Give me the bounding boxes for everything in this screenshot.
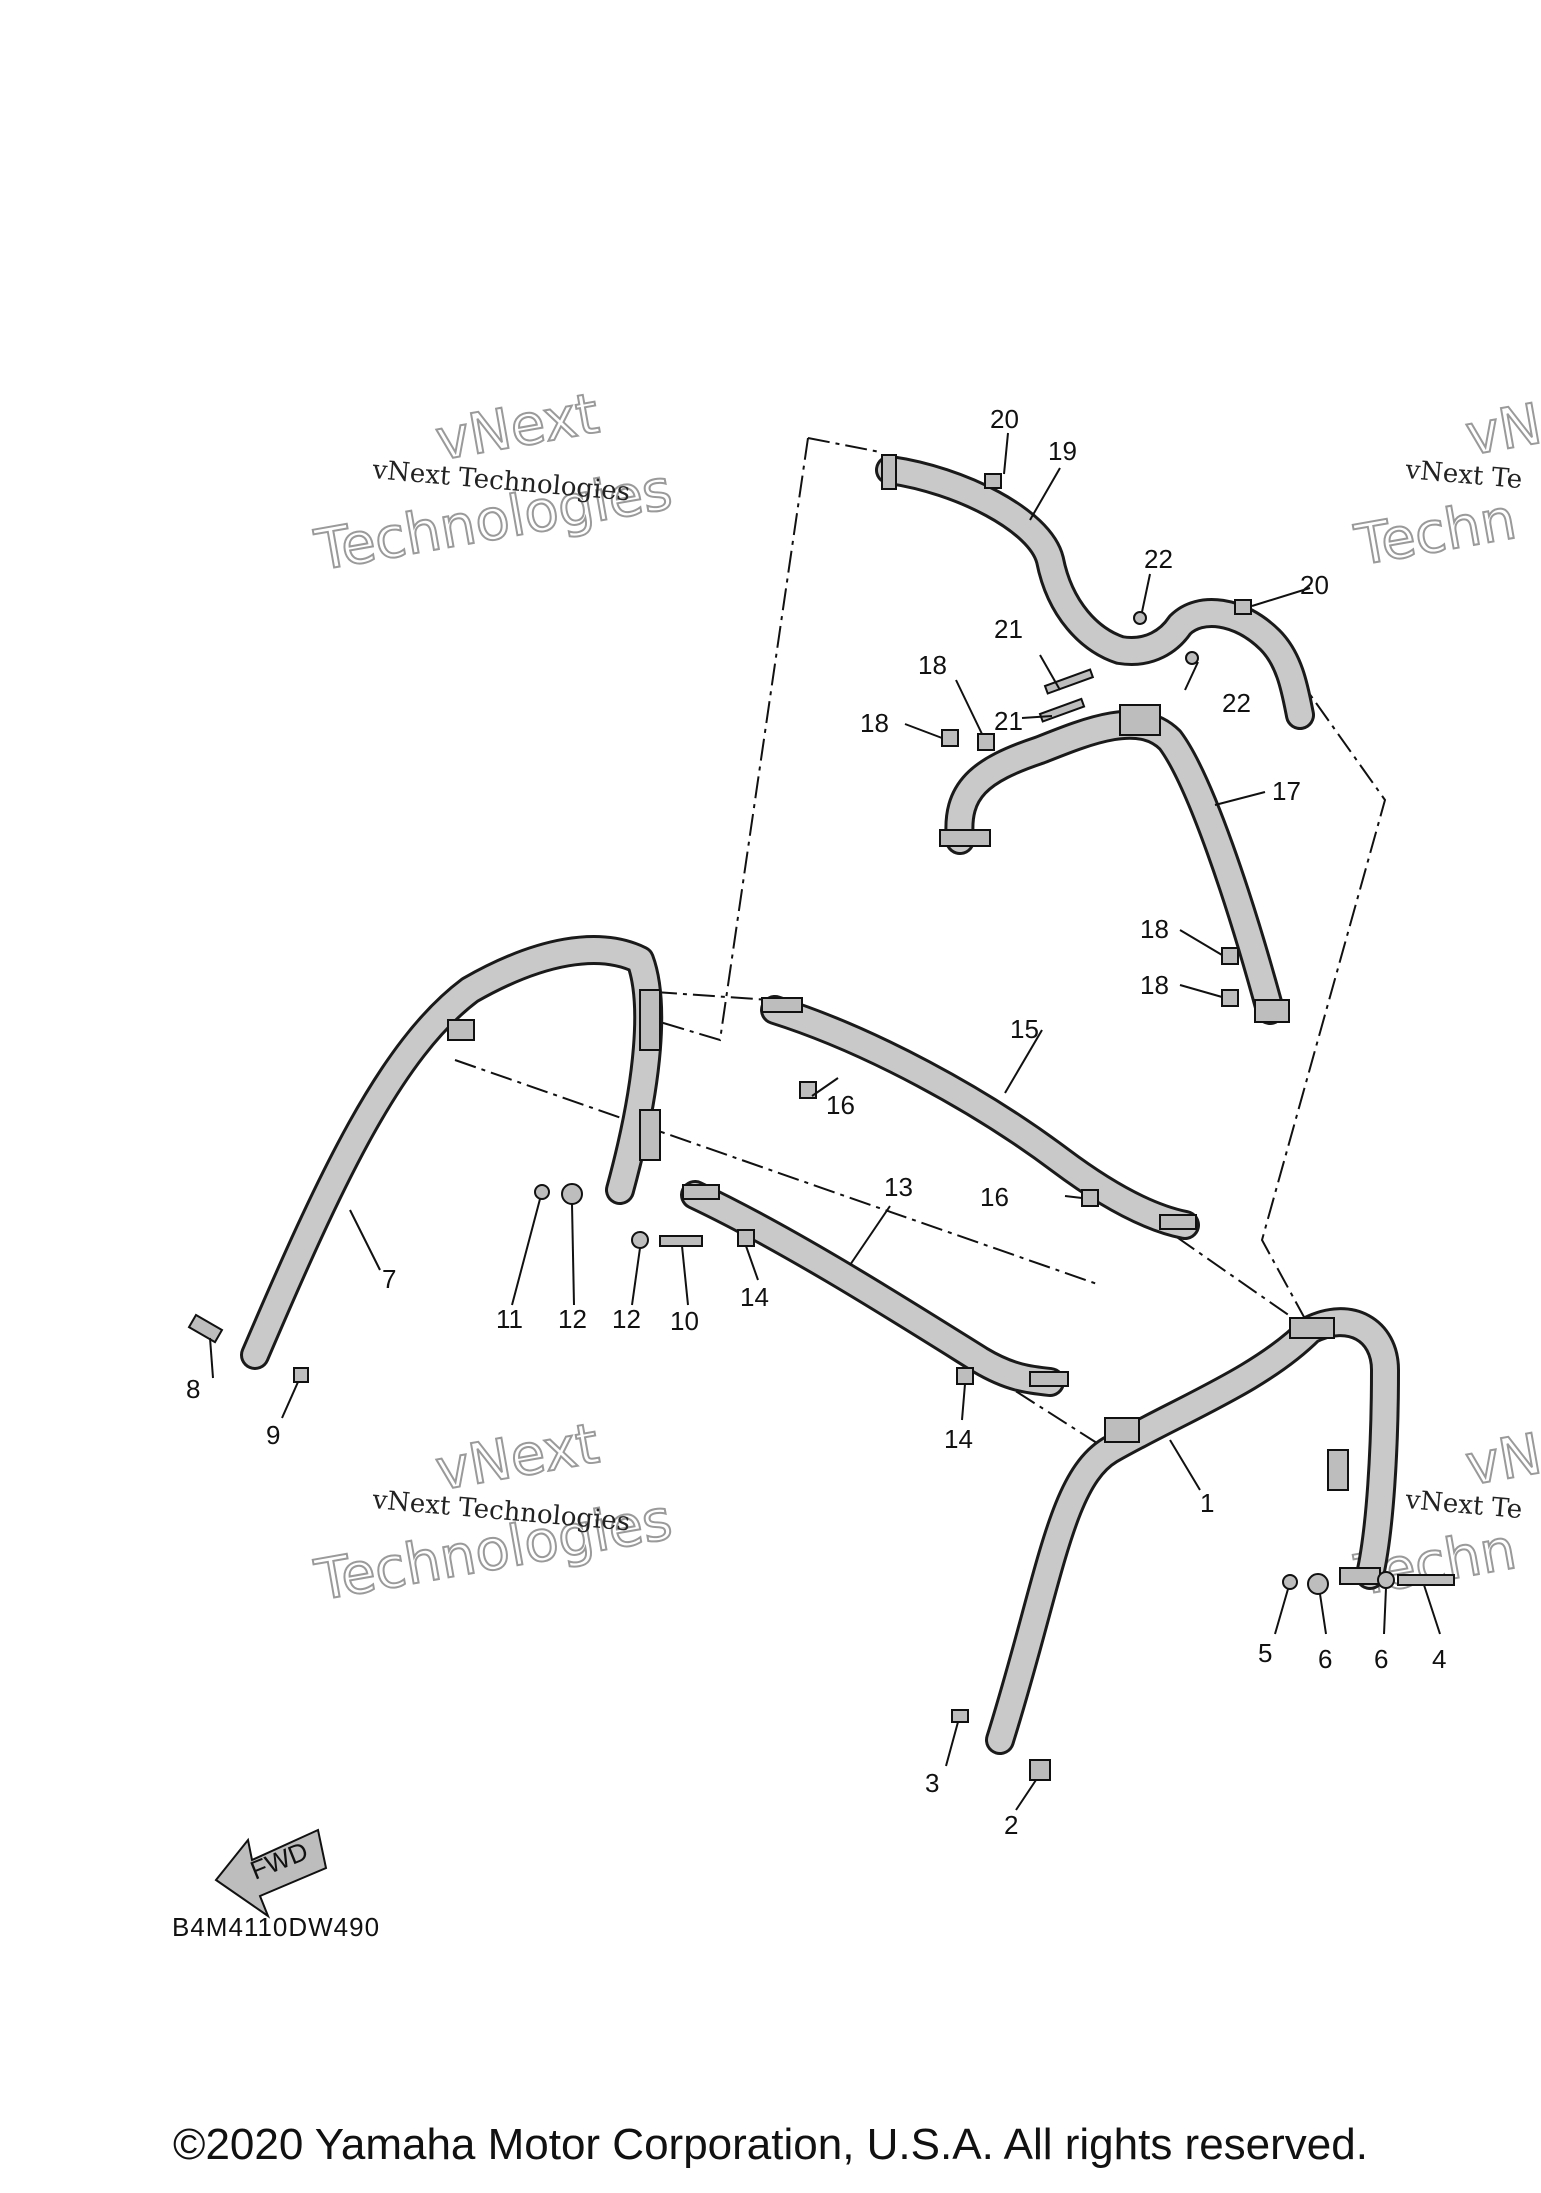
bolt-2 [1029,1759,1051,1781]
part-1-rear-hoop [985,1307,1400,1755]
part-15-upper-cross [760,995,1200,1240]
cross-13-end-left [682,1184,720,1200]
leader-lines [209,432,1441,1811]
tube-19-end-plate [881,454,897,490]
callout-18-fourth: 18 [1140,970,1169,1000]
brace-17-foot [939,829,991,847]
part-19-upper-tube [875,454,1315,730]
callout-3: 3 [925,1768,939,1798]
washer-6-right [1377,1571,1395,1589]
bolt-14-upper [737,1229,755,1247]
bolt-4 [1397,1574,1455,1586]
callout-21: 21 [994,614,1023,644]
fwd-arrow: FWD [214,1828,328,1919]
nut-22-upper [1133,611,1147,625]
brace-17-bracket [1254,999,1290,1023]
hoop-1-foot [1339,1567,1381,1585]
cross-15-end-right [1159,1214,1197,1230]
washer-9 [293,1367,309,1383]
part-7-front-hoop [240,935,664,1370]
watermark-top-left: vNext Technologies vNext Technologies [309,380,678,585]
callout-18-third: 18 [1140,914,1169,944]
callout-20-second: 20 [1300,570,1329,600]
bolt-21-upper [1043,668,1095,695]
brace-17-clamp [1119,704,1161,736]
callout-19: 19 [1048,436,1077,466]
hoop-7-tab [447,1019,475,1041]
washer-3 [951,1709,969,1723]
callout-2: 2 [1004,1810,1018,1840]
washer-12-right [631,1231,649,1249]
part-17-rear-brace [939,704,1290,1025]
watermark-vnext-partial: vNe [1461,386,1541,469]
callout-20: 20 [990,404,1019,434]
bolt-18-lower-right [1221,989,1239,1007]
callout-18: 18 [918,650,947,680]
callout-17: 17 [1272,776,1301,806]
copyright-notice: ©2020 Yamaha Motor Corporation, U.S.A. A… [173,2120,1368,2169]
callout-13: 13 [884,1172,913,1202]
bolt-20-upper [984,473,1002,489]
cross-13-end-right [1029,1371,1069,1387]
callout-16-second: 16 [980,1182,1009,1212]
hoop-1-top-plate [1289,1317,1335,1339]
callout-6: 6 [1318,1644,1332,1674]
bolt-18-left [941,729,959,747]
callout-16: 16 [826,1090,855,1120]
bolt-14-lower [956,1367,974,1385]
hoop-1-tab [1104,1417,1140,1443]
hoop-7-bracket-lower [639,1109,661,1161]
callout-22-second: 22 [1222,688,1251,718]
bolt-8 [187,1313,224,1344]
bolt-16-left [799,1081,817,1099]
callout-6-second: 6 [1374,1644,1388,1674]
callout-12: 12 [558,1304,587,1334]
hoop-7-bracket-upper [639,989,661,1051]
bolt-18-right [977,733,995,751]
bolt-10 [659,1235,703,1247]
callout-5: 5 [1258,1638,1272,1668]
washer-12-left [561,1183,583,1205]
callout-labels: 1 2 3 4 5 6 6 7 8 9 10 11 12 12 13 14 14… [186,404,1446,1840]
callout-11: 11 [496,1304,523,1334]
nut-22-lower [1185,651,1199,665]
callout-4: 4 [1432,1644,1446,1674]
callout-18-second: 18 [860,708,889,738]
callout-7: 7 [382,1264,396,1294]
watermark-vnext: vNext [431,1411,603,1503]
callout-21-second: 21 [994,706,1023,736]
callout-8: 8 [186,1374,200,1404]
bolt-16-right [1081,1189,1099,1207]
washer-6-left [1307,1573,1329,1595]
callout-14: 14 [740,1282,769,1312]
bolt-18-upper-right [1221,947,1239,965]
callout-9: 9 [266,1420,280,1450]
callout-12-second: 12 [612,1304,641,1334]
bolt-20-right [1234,599,1252,615]
fasteners [187,473,1455,1781]
watermark-bottom-left: vNext Technologies vNext Technologies [309,1410,678,1615]
callout-14-second: 14 [944,1424,973,1454]
watermark-top-right: vNe Techn vNext Te [1349,385,1541,580]
callout-1: 1 [1200,1488,1214,1518]
hoop-1-bracket [1327,1449,1349,1491]
cross-15-end-left [761,997,803,1013]
part-13-lower-cross [680,1180,1069,1397]
nut-5 [1282,1574,1298,1590]
watermark-vnext-partial: vNe [1461,1416,1541,1499]
watermark-technologies-partial: Techn [1350,487,1521,579]
bolt-21-lower [1038,697,1086,723]
watermark-vnext: vNext [431,381,603,473]
callout-22: 22 [1144,544,1173,574]
nut-11 [534,1184,550,1200]
callout-15: 15 [1010,1014,1039,1044]
diagram-code: B4M4110DW490 [172,1912,381,1942]
callout-10: 10 [670,1306,699,1336]
